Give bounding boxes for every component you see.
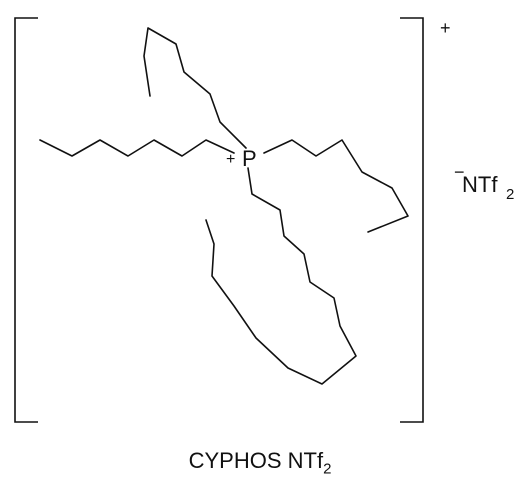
phosphorus-charge: +: [226, 151, 235, 168]
upper-hexyl-chain: [143, 27, 247, 149]
counterion-charge: −: [454, 162, 465, 182]
tetradecyl-chain: [205, 167, 357, 385]
right-bracket: [400, 17, 424, 423]
counterion-subscript: 2: [506, 186, 514, 203]
left-bracket: [14, 17, 38, 423]
caption-subscript: 2: [323, 460, 332, 478]
phosphorus-atom: P: [242, 146, 257, 171]
right-hexyl-chain: [263, 139, 409, 233]
counterion-formula: NTf: [462, 172, 498, 197]
left-hexyl-chain: [39, 139, 235, 157]
complex-charge: +: [440, 18, 451, 38]
caption-main: CYPHOS NTf: [188, 448, 324, 473]
compound-caption: CYPHOS NTf2: [0, 448, 520, 477]
